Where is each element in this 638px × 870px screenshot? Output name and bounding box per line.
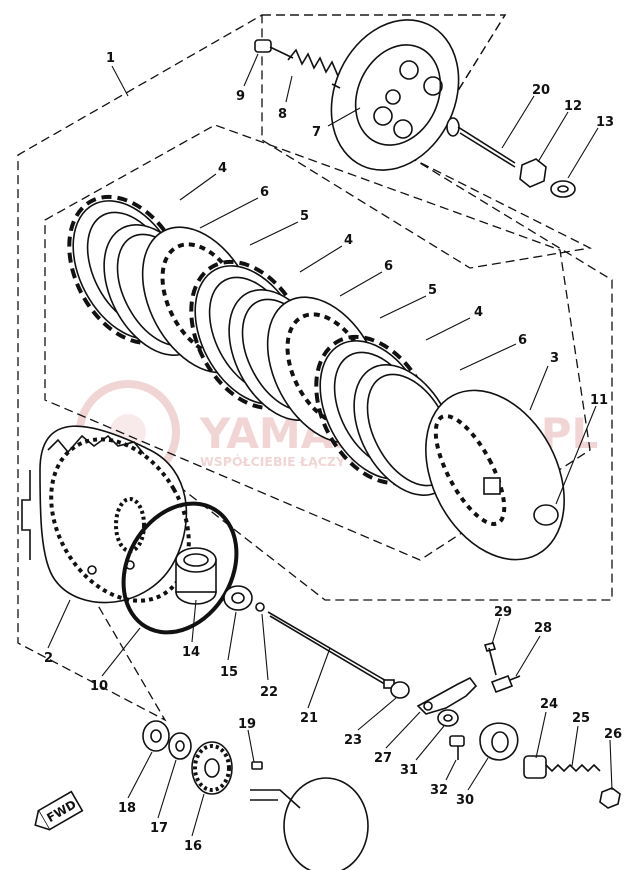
part-label: 6 — [384, 259, 393, 274]
part-label: 4 — [344, 233, 353, 248]
part-label: 13 — [596, 115, 614, 130]
part-label: 20 — [532, 83, 550, 98]
part-label: 11 — [590, 393, 608, 408]
part-label: 27 — [374, 751, 392, 766]
pressure-plate — [330, 19, 460, 171]
part-label: 28 — [534, 621, 552, 636]
part-label: 18 — [118, 801, 136, 816]
fwd-badge: FWD — [34, 790, 84, 831]
part-label: 25 — [572, 711, 590, 726]
part-label: 12 — [564, 99, 582, 114]
part-label: 10 — [90, 679, 108, 694]
part-label: 14 — [182, 645, 200, 660]
part-label: 2 — [44, 651, 53, 666]
part-label: 1 — [106, 51, 115, 66]
pushrod-nut-washer — [446, 117, 576, 198]
part-label: 19 — [238, 717, 256, 732]
part-label: 21 — [300, 711, 318, 726]
part-label: 4 — [474, 305, 483, 320]
part-label: 3 — [550, 351, 559, 366]
part-label: 24 — [540, 697, 558, 712]
part-label: 5 — [300, 209, 309, 224]
part-label: 26 — [604, 727, 622, 742]
part-label: 8 — [278, 107, 287, 122]
push-lever — [416, 642, 521, 715]
part-label: 31 — [400, 763, 418, 778]
part-label: 17 — [150, 821, 168, 836]
washer-ball-rod — [223, 585, 410, 699]
part-label: 30 — [456, 793, 474, 808]
part-label: 15 — [220, 665, 238, 680]
plate-stack — [67, 194, 565, 561]
part-label: 9 — [236, 89, 245, 104]
part-label: 16 — [184, 839, 202, 854]
clutch-housing — [21, 425, 191, 604]
primary-drive-parts — [142, 720, 369, 870]
cover-and-fasteners — [437, 709, 519, 761]
part-label: 6 — [518, 333, 527, 348]
screw-and-spring — [254, 39, 341, 89]
part-label: 4 — [218, 161, 227, 176]
spacer-bush — [175, 547, 217, 605]
part-label: 7 — [312, 125, 321, 140]
adjuster-worm — [523, 755, 621, 809]
part-label: 5 — [428, 283, 437, 298]
part-label: 22 — [260, 685, 278, 700]
part-label: 6 — [260, 185, 269, 200]
plate-stack-outline — [44, 124, 591, 561]
leader-lines — [47, 53, 613, 837]
part-labels: 1 2 3 4 4 4 5 5 6 6 6 7 8 9 10 11 12 13 … — [44, 51, 622, 854]
part-label: 23 — [344, 733, 362, 748]
pressure-plate-group-outline — [261, 14, 593, 269]
part-label: 29 — [494, 605, 512, 620]
part-label: 32 — [430, 783, 448, 798]
